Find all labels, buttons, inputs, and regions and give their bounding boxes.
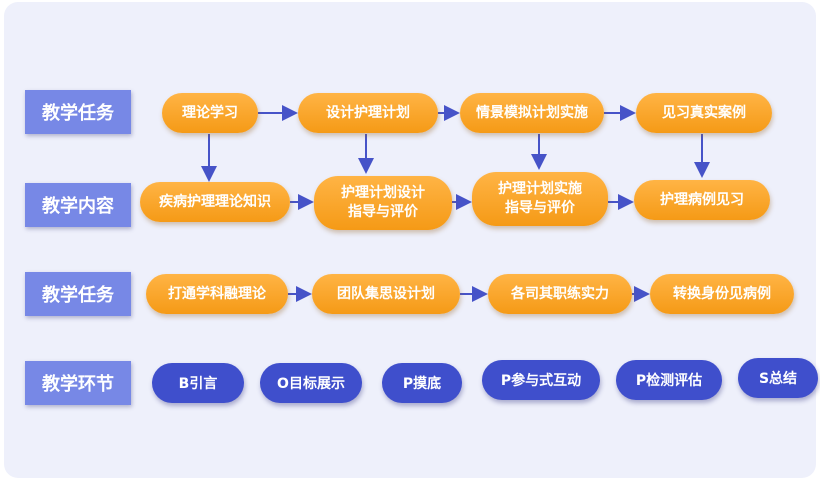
node-plan-design-guidance: 护理计划设计 指导与评价 <box>314 176 452 230</box>
node-real-cases: 见习真实案例 <box>636 93 772 133</box>
row-label-tasks-1: 教学任务 <box>25 90 131 134</box>
row-label-stages: 教学环节 <box>25 361 131 405</box>
node-plan-implement-line1: 护理计划实施 <box>498 181 582 198</box>
node-disease-knowledge-label: 疾病护理理论知识 <box>159 193 271 210</box>
stage-summary: S总结 <box>738 358 818 398</box>
stage-objectives: O目标展示 <box>260 363 362 403</box>
node-simulation: 情景模拟计划实施 <box>460 93 604 133</box>
node-case-observation: 护理病例见习 <box>634 180 770 220</box>
node-plan-implement-guidance: 护理计划实施 指导与评价 <box>472 172 608 226</box>
row-label-content: 教学内容 <box>25 183 131 227</box>
node-disease-knowledge: 疾病护理理论知识 <box>140 182 290 222</box>
stage-posttest: P检测评估 <box>616 360 722 400</box>
node-plan-design-line1: 护理计划设计 <box>341 185 425 202</box>
node-plan-implement-line2: 指导与评价 <box>505 200 575 216</box>
node-integrate-theory: 打通学科融理论 <box>146 274 288 314</box>
node-case-observation-label: 护理病例见习 <box>660 191 744 208</box>
stage-pretest: P摸底 <box>382 363 462 403</box>
node-design-plan: 设计护理计划 <box>298 93 438 133</box>
row-label-tasks-2: 教学任务 <box>25 272 131 316</box>
node-team-design: 团队集思设计划 <box>312 274 460 314</box>
node-plan-design-line2: 指导与评价 <box>348 204 418 220</box>
node-identity-cases: 转换身份见病例 <box>650 274 794 314</box>
node-theory-study: 理论学习 <box>162 93 258 133</box>
node-role-practice: 各司其职练实力 <box>488 274 632 314</box>
stage-bridge-in: B引言 <box>152 363 244 403</box>
stage-participatory: P参与式互动 <box>482 360 600 400</box>
